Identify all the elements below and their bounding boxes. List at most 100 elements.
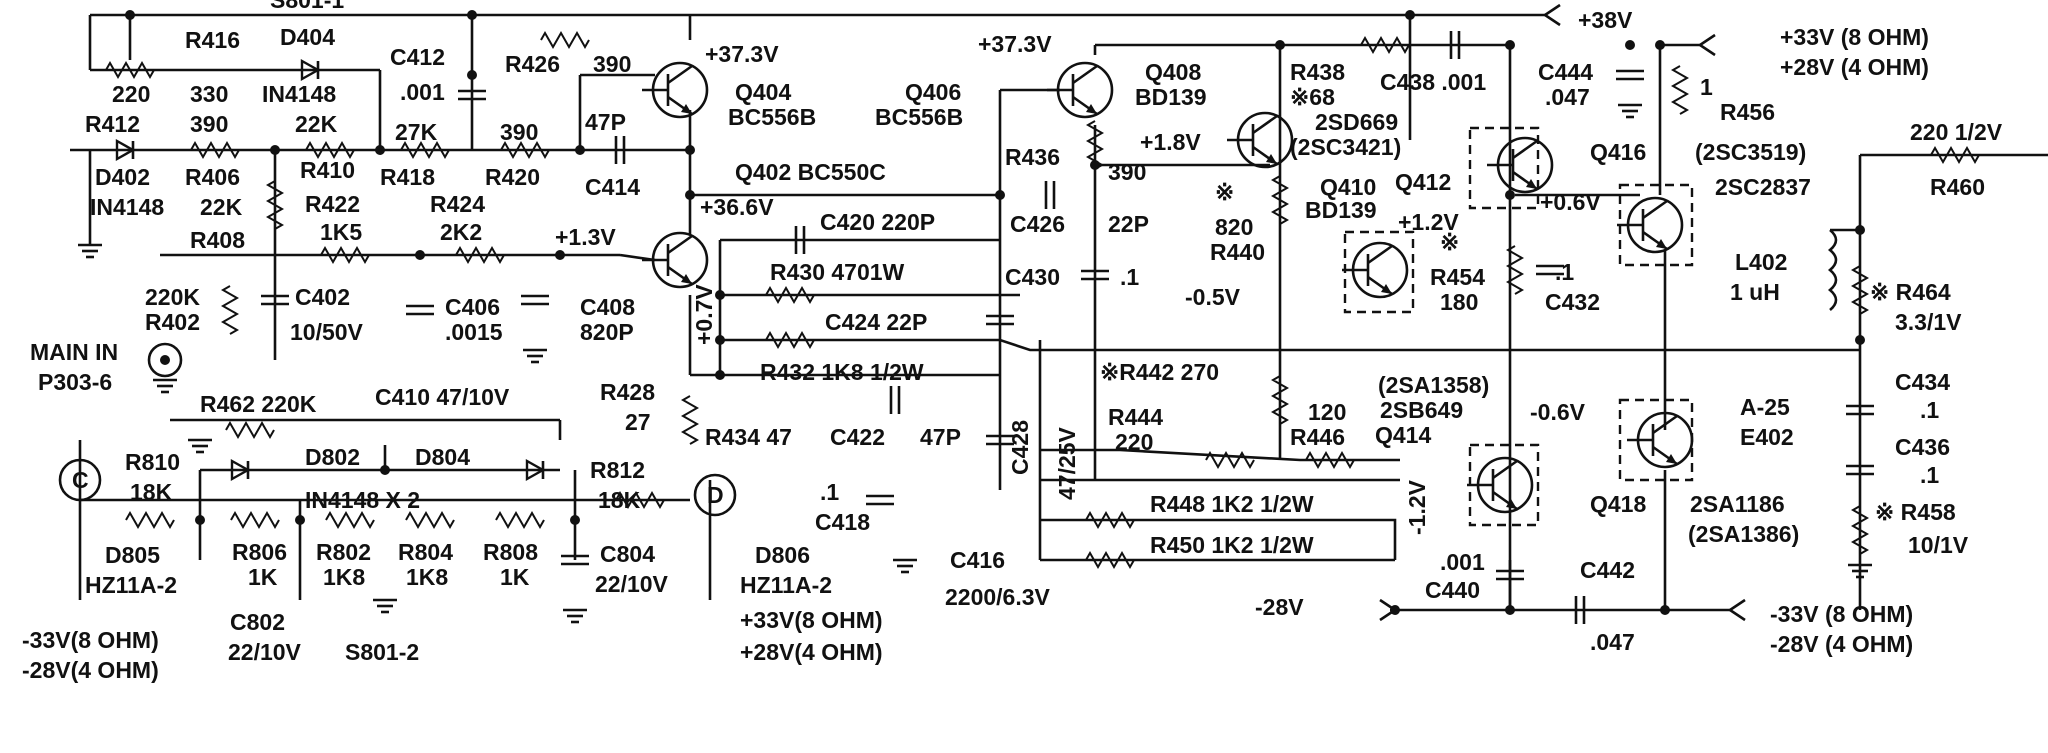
label-c432-value: .1 (1555, 259, 1574, 285)
resistor-r806 (230, 512, 280, 528)
label-c408: C408 (580, 294, 635, 320)
label-c440: C440 (1425, 577, 1480, 603)
label-1k8: 1K8 (323, 564, 365, 590)
resistor-r424 (455, 247, 505, 263)
label-c430-value: .1 (1120, 264, 1139, 290)
label-c442: C442 (1580, 557, 1635, 583)
label-s801-2: S801-2 (345, 639, 419, 665)
resistor-r418 (400, 142, 450, 158)
resistor-r804 (405, 512, 455, 528)
capacitor-c444 (1614, 69, 1646, 81)
label-330: 330 (190, 81, 228, 107)
label-2sd669: 2SD669 (1315, 109, 1398, 135)
label-main-in: MAIN IN (30, 339, 118, 365)
label-47p: 47P (585, 109, 626, 135)
label-pos33v: +33V(8 OHM) (740, 607, 883, 633)
label-r410: R410 (300, 157, 355, 183)
ground-symbol (891, 558, 919, 574)
label-0-5v: -0.5V (1185, 284, 1241, 310)
label-2sb649: 2SB649 (1380, 397, 1463, 423)
transistor-q418 (1465, 456, 1534, 514)
label-390: 390 (1108, 159, 1146, 185)
capacitor-c426 (1044, 179, 1056, 211)
label-2sc3519: (2SC3519) (1695, 139, 1806, 165)
label-c442-value: .047 (1590, 629, 1635, 655)
label-c406: C406 (445, 294, 500, 320)
label-bc556b: BC556B (875, 104, 963, 130)
label-r812: R812 (590, 457, 645, 483)
label-180: 180 (1440, 289, 1478, 315)
label-q418: Q418 (1590, 491, 1646, 517)
label-c410: C410 47/10V (375, 384, 510, 410)
resistor-r428 (682, 395, 698, 445)
label-d805: D805 (105, 542, 160, 568)
label-c802-value: 22/10V (228, 639, 302, 665)
ground-symbol (1616, 103, 1644, 119)
label-c444-value: .047 (1545, 84, 1590, 110)
label-c412-value: .001 (400, 79, 445, 105)
label-r460: R460 (1930, 174, 1985, 200)
resistor-r808 (495, 512, 545, 528)
label-2sa1358: (2SA1358) (1378, 372, 1489, 398)
label-r446: R446 (1290, 424, 1345, 450)
label-q412: Q412 (1395, 169, 1451, 195)
resistor-r422 (320, 247, 370, 263)
label-220: 220 (112, 81, 150, 107)
label-r436: R436 (1005, 144, 1060, 170)
capacitor-c408 (519, 294, 551, 306)
wiring (70, 3, 2048, 622)
label-c406-value: .0015 (445, 319, 503, 345)
label-1k8: 1K8 (406, 564, 448, 590)
label-r430: R430 4701W (770, 259, 905, 285)
label-r420: R420 (485, 164, 540, 190)
main-in-jack (147, 342, 183, 378)
label-c804-value: 22/10V (595, 571, 669, 597)
label-r802: R802 (316, 539, 371, 565)
label-r424: R424 (430, 191, 485, 217)
label-c430: C430 (1005, 264, 1060, 290)
label-r808: R808 (483, 539, 538, 565)
label-r462: R462 220K (200, 391, 317, 417)
label-r456: R456 (1720, 99, 1775, 125)
label-r408: R408 (190, 227, 245, 253)
label-c432: C432 (1545, 289, 1600, 315)
resistor-r464 (1852, 265, 1868, 315)
label-r810: R810 (125, 449, 180, 475)
ground-symbol (186, 438, 214, 454)
resistor-r458 (1852, 505, 1868, 555)
resistor-r408 (267, 180, 283, 230)
resistor-r410 (305, 142, 355, 158)
label-q406: Q406 (905, 79, 961, 105)
resistor-r442 (1272, 375, 1288, 425)
resistor-r450 (1085, 552, 1135, 568)
label-390: 390 (500, 119, 538, 145)
transistor-q416 (1485, 136, 1554, 194)
label-c428: C428 (1007, 420, 1033, 475)
capacitor-c422 (889, 384, 901, 416)
node-d-marker (693, 473, 737, 517)
label-hz11a-2: HZ11A-2 (85, 572, 177, 598)
label-r448: R448 1K2 1/2W (1150, 491, 1314, 517)
label-r440: R440 (1210, 239, 1265, 265)
resistor-r810 (125, 512, 175, 528)
label-r454: R454 (1430, 264, 1485, 290)
label-r416: R416 (185, 27, 240, 53)
component-labels: S801-1 R416 D404 220 330 IN4148 R412 390… (22, 0, 2003, 683)
label-22k: 22K (200, 194, 243, 220)
label-68: ※68 (1290, 84, 1335, 110)
label-r442: ※R442 270 (1100, 359, 1219, 385)
label-390: 390 (190, 111, 228, 137)
label-c402: C402 (295, 284, 350, 310)
label-c416-value: 2200/6.3V (945, 584, 1051, 610)
label-q416: Q416 (1590, 139, 1646, 165)
label-r458-value: 10/1V (1908, 532, 1969, 558)
label-e402: E402 (1740, 424, 1794, 450)
label-r432: R432 1K8 1/2W (760, 359, 924, 385)
ground-symbol (151, 378, 179, 394)
label-r412: R412 (85, 111, 140, 137)
label-c408-value: 820P (580, 319, 634, 345)
capacitor-c406 (404, 304, 436, 316)
resistor-r448 (1085, 512, 1135, 528)
label-star: ※ (1440, 229, 1459, 255)
transistor-q414 (1615, 196, 1684, 254)
